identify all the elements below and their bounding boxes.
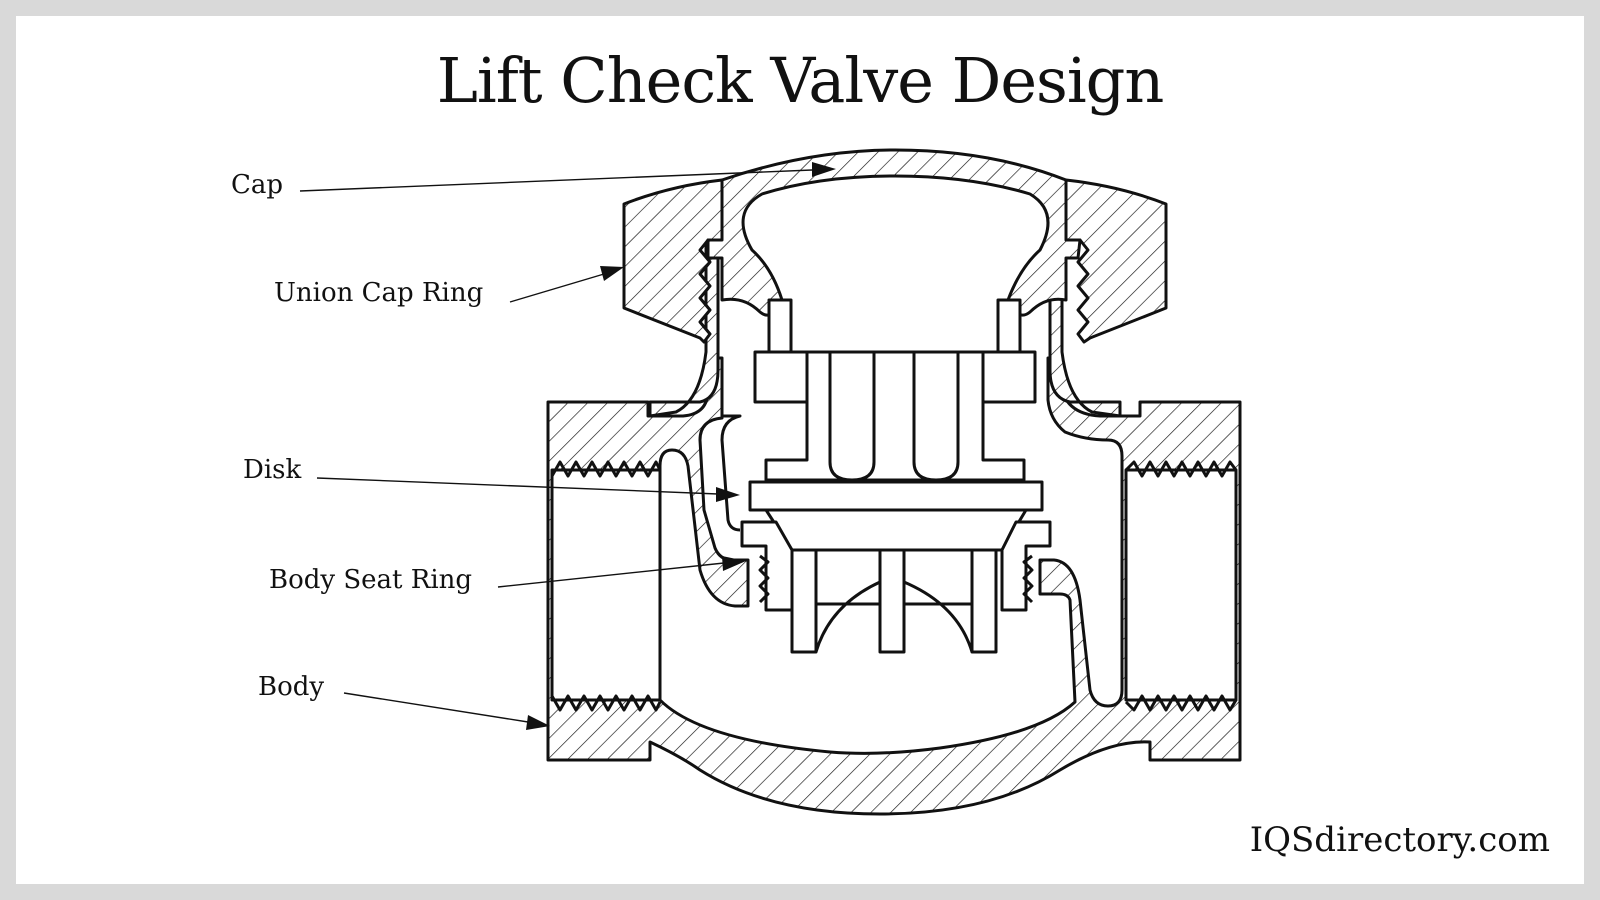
stem-slot-right [912,352,960,482]
disk-leg-left [790,548,818,654]
label-body: Body [258,672,325,702]
seat-thread-right [1022,554,1034,604]
disk-guide [720,298,1037,532]
label-cap: Cap [231,170,284,200]
arrow-body [526,715,550,730]
brand-watermark: IQSdirectory.com [1249,820,1550,860]
seat-ring-frame [740,520,794,612]
union-ring-right [1064,178,1168,344]
guide-post-left [767,298,793,354]
union-cap-ring [622,178,1168,344]
arrow-body-seat-ring [722,556,746,571]
diagram-title: Lift Check Valve Design [436,44,1165,117]
cap-dome [706,148,1082,317]
seat-thread-left [758,554,770,604]
disk-leg-right [970,548,998,654]
disk-cone [764,508,1028,552]
inner-wall-left [720,414,742,532]
guide-block-left [753,350,809,404]
valve-disk [748,480,1044,552]
leader-body-seat-ring [497,562,725,588]
thread-left-top [550,460,662,478]
body-left-bore [550,468,662,702]
valve-cap [706,148,1082,317]
stem-slot-left [828,352,876,482]
body-right-bore [1124,468,1238,702]
leader-disk [316,477,719,495]
leader-union-cap-ring [509,273,605,303]
guide-post-right [996,298,1022,354]
guide-block-right [981,350,1037,404]
arrow-cap [812,162,836,177]
leader-body [343,692,529,723]
leader-lines [299,162,836,730]
valve-body [546,356,1242,816]
arrow-disk [716,487,740,502]
disk-leg-center [878,548,906,654]
thread-left-bottom [550,694,662,712]
disk-arc-right [903,580,974,653]
label-union-cap-ring: Union Cap Ring [274,278,484,308]
disk-plate [748,480,1044,512]
thread-right-bottom [1124,694,1238,712]
thread-right-top [1124,460,1238,478]
body-left-end [546,356,1242,816]
label-disk: Disk [243,455,302,485]
leader-cap [299,169,813,192]
label-body-seat-ring: Body Seat Ring [269,565,473,595]
arrow-union-cap-ring [600,266,624,281]
disk-arc-left [814,580,881,653]
body-seat-ring [740,520,1052,654]
